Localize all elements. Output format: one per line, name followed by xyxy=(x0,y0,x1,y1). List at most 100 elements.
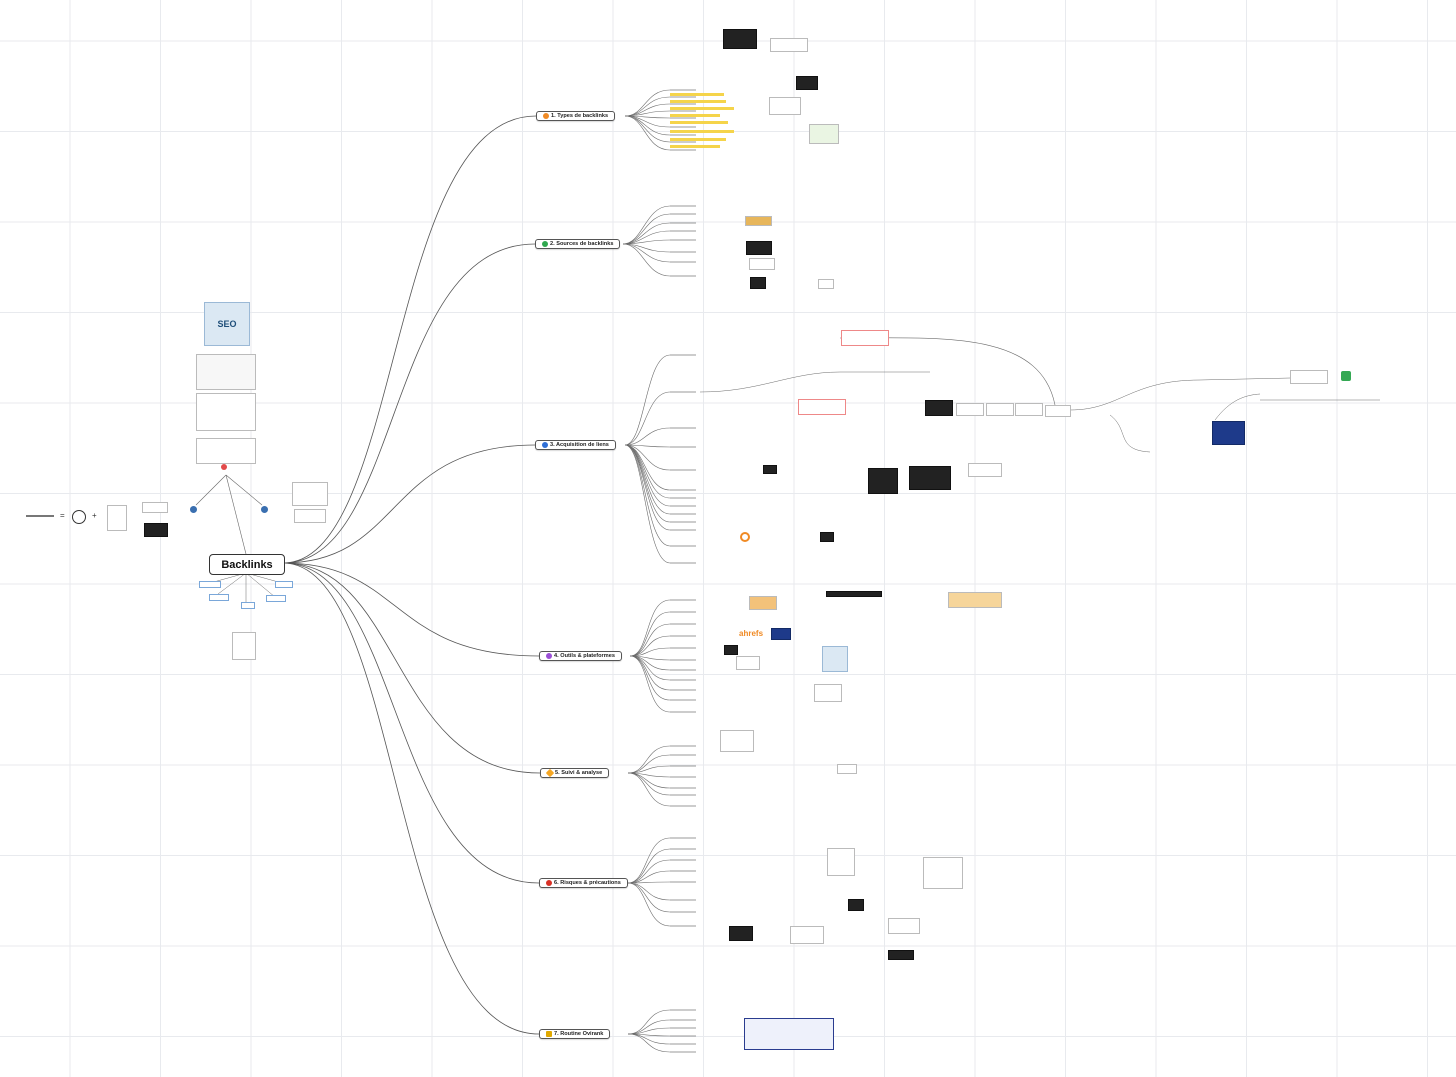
doodle-thumbnail[interactable] xyxy=(827,848,855,876)
image-thumbnail[interactable] xyxy=(837,764,857,774)
connector-line xyxy=(622,239,671,245)
highlighted-leaf[interactable] xyxy=(670,93,724,96)
root-node[interactable]: Backlinks xyxy=(209,554,285,575)
connector-line xyxy=(629,655,671,701)
image-thumbnail[interactable] xyxy=(749,596,777,610)
sub-node[interactable] xyxy=(266,595,286,602)
image-thumbnail[interactable] xyxy=(750,277,766,289)
connector-line xyxy=(624,444,671,448)
image-thumbnail[interactable] xyxy=(746,241,772,255)
image-thumbnail[interactable] xyxy=(736,656,760,670)
chart-thumbnail[interactable] xyxy=(292,482,328,506)
sub-node[interactable] xyxy=(199,581,221,588)
connector-line xyxy=(839,337,1056,406)
connector-line xyxy=(624,427,671,446)
connector-line xyxy=(624,115,671,151)
seo-illustration: SEO xyxy=(204,302,250,346)
sub-node[interactable] xyxy=(241,602,255,609)
image-thumbnail[interactable] xyxy=(723,29,757,49)
form-thumbnail[interactable] xyxy=(294,509,326,523)
highlighted-leaf[interactable] xyxy=(670,121,728,124)
sub-node[interactable] xyxy=(275,581,293,588)
image-thumbnail[interactable] xyxy=(720,730,754,752)
connector-line xyxy=(627,1009,671,1035)
connector-line xyxy=(624,444,671,523)
page-thumbnail[interactable] xyxy=(107,505,127,531)
image-thumbnail[interactable] xyxy=(1212,421,1245,445)
image-thumbnail[interactable] xyxy=(888,918,920,934)
image-thumbnail[interactable] xyxy=(749,258,775,270)
small-thumbnail-a[interactable] xyxy=(142,502,168,513)
seo-illustration-small[interactable] xyxy=(822,646,848,672)
highlighted-leaf[interactable] xyxy=(670,138,726,141)
connector-line xyxy=(622,243,671,263)
image-thumbnail[interactable] xyxy=(818,279,834,289)
connector-line xyxy=(282,562,541,774)
image-thumbnail[interactable] xyxy=(968,463,1002,477)
seo-illustration-text: SEO xyxy=(217,319,237,329)
image-thumbnail[interactable] xyxy=(925,400,953,416)
sub-node[interactable] xyxy=(209,594,229,601)
image-thumbnail[interactable] xyxy=(798,399,846,415)
image-thumbnail[interactable] xyxy=(745,216,772,226)
highlighted-leaf[interactable] xyxy=(670,145,720,148)
image-thumbnail[interactable] xyxy=(771,628,791,640)
branch-node-tracking[interactable]: 5. Suivi & analyse xyxy=(540,768,610,778)
doodle-thumbnail[interactable] xyxy=(232,632,256,660)
connector-line xyxy=(1214,393,1261,421)
google-maps-icon xyxy=(1341,371,1351,381)
table-thumbnail[interactable] xyxy=(948,592,1002,608)
connector-line xyxy=(624,444,671,531)
image-thumbnail[interactable] xyxy=(909,466,951,490)
connector-line xyxy=(627,772,671,807)
image-thumbnail[interactable] xyxy=(826,591,882,597)
diagram-thumbnail[interactable] xyxy=(814,684,842,702)
connector-line xyxy=(282,562,540,657)
image-thumbnail[interactable] xyxy=(724,645,738,655)
image-thumbnail[interactable] xyxy=(729,926,753,941)
image-thumbnail[interactable] xyxy=(796,76,818,90)
highlighted-leaf[interactable] xyxy=(670,130,734,133)
image-thumbnail[interactable] xyxy=(986,403,1014,416)
marker-icon xyxy=(221,464,227,470)
connector-line xyxy=(627,882,671,927)
image-thumbnail[interactable] xyxy=(868,468,898,494)
image-thumbnail[interactable] xyxy=(763,465,777,474)
document-thumbnail[interactable] xyxy=(196,354,256,390)
connector-line xyxy=(627,881,671,884)
globe-icon-2 xyxy=(261,506,268,513)
trophy-icon xyxy=(546,1031,552,1037)
image-thumbnail[interactable] xyxy=(1290,370,1328,384)
image-thumbnail[interactable] xyxy=(1015,403,1043,416)
video-thumbnail[interactable] xyxy=(144,523,168,537)
branch-node-risks[interactable]: 6. Risques & précautions xyxy=(539,878,628,888)
chart-thumbnail[interactable] xyxy=(923,857,963,889)
image-thumbnail[interactable] xyxy=(888,950,914,960)
image-thumbnail[interactable] xyxy=(770,38,808,52)
diagram-thumbnail[interactable] xyxy=(196,393,256,431)
connector-line xyxy=(629,647,671,657)
note-thumbnail[interactable] xyxy=(196,438,256,464)
image-thumbnail[interactable] xyxy=(841,330,889,346)
branch-node-sources[interactable]: 2. Sources de backlinks xyxy=(535,239,621,249)
branch-label: 2. Sources de backlinks xyxy=(550,241,614,247)
branch-node-routine[interactable]: 7. Routine Ovirank xyxy=(539,1029,611,1039)
image-thumbnail[interactable] xyxy=(809,124,839,144)
branch-label: 6. Risques & précautions xyxy=(554,880,621,886)
branch-node-acquisition[interactable]: 3. Acquisition de liens xyxy=(535,440,616,450)
image-thumbnail[interactable] xyxy=(956,403,984,416)
image-thumbnail[interactable] xyxy=(769,97,801,115)
image-thumbnail[interactable] xyxy=(790,926,824,944)
highlighted-leaf[interactable] xyxy=(670,107,734,110)
highlighted-leaf[interactable] xyxy=(670,114,720,117)
highlighted-leaf[interactable] xyxy=(670,100,726,103)
image-thumbnail[interactable] xyxy=(848,899,864,911)
green-circle-icon xyxy=(542,241,548,247)
image-thumbnail[interactable] xyxy=(1045,405,1071,417)
branch-node-tools[interactable]: 4. Outils & plateformes xyxy=(539,651,622,661)
branch-node-types[interactable]: 1. Types de backlinks xyxy=(536,111,616,121)
image-thumbnail[interactable] xyxy=(820,532,834,542)
connector-line xyxy=(627,1033,671,1045)
spreadsheet-thumbnail[interactable] xyxy=(744,1018,834,1050)
